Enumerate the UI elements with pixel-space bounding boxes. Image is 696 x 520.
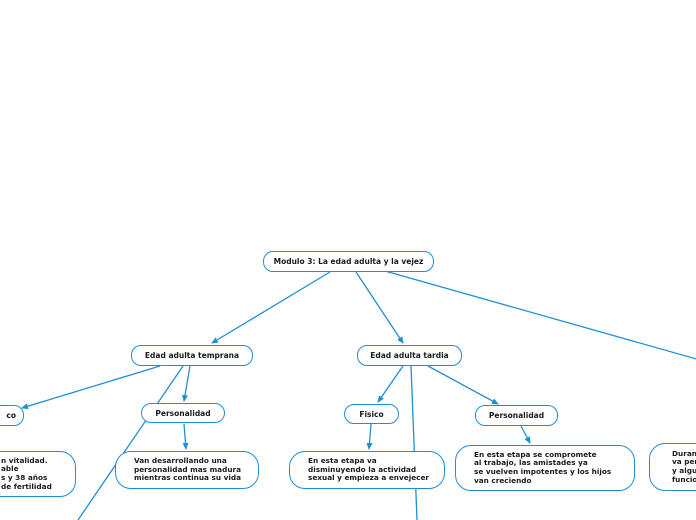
node-right-partial-text[interactable]: Duran va per y algu funcio [649, 443, 696, 491]
node-late-physical-label: Fisico [359, 409, 384, 419]
node-early-personality-label: Personalidad [155, 408, 211, 418]
edge-early-physical [21, 365, 161, 410]
node-early-physical-text[interactable]: n vitalidad. able s y 38 años de fertili… [0, 451, 76, 497]
edge-early-personality [182, 365, 191, 402]
node-root-label: Modulo 3: La edad adulta y la vejez [273, 257, 424, 266]
edge-physical-text [366, 423, 373, 450]
node-early-adult-label: Edad adulta temprana [144, 351, 240, 360]
edge-late-physical [377, 365, 404, 403]
node-late-personality[interactable]: Personalidad [475, 405, 558, 426]
right-partial-description: Duran va per y algu funcio [672, 448, 696, 484]
early-personality-description: Van desarrollando una personalidad mas m… [134, 456, 242, 483]
node-late-personality-text[interactable]: En esta etapa se compromete al trabajo, … [455, 445, 635, 491]
edge-root-right [384, 270, 696, 360]
edge-root-early [211, 271, 331, 344]
node-early-adult[interactable]: Edad adulta temprana [131, 345, 253, 366]
node-early-physical[interactable]: co [0, 405, 24, 426]
edge-late-personality [427, 365, 499, 405]
edge-root-late [355, 271, 404, 344]
edge-personality-text [182, 423, 189, 450]
node-early-physical-label: co [6, 411, 16, 420]
node-late-adult-label: Edad adulta tardia [370, 351, 449, 360]
node-root[interactable]: Modulo 3: La edad adulta y la vejez [263, 251, 434, 272]
node-late-adult[interactable]: Edad adulta tardia [357, 345, 462, 366]
node-late-physical[interactable]: Fisico [344, 404, 399, 424]
edge-early-down [77, 365, 184, 520]
late-personality-description: En esta etapa se compromete al trabajo, … [474, 449, 612, 485]
edge-late-down [410, 365, 418, 520]
node-early-personality-text[interactable]: Van desarrollando una personalidad mas m… [115, 451, 259, 489]
node-late-personality-label: Personalidad [488, 411, 545, 420]
node-late-physical-text[interactable]: En esta etapa va disminuyendo la activid… [289, 451, 445, 489]
node-early-personality[interactable]: Personalidad [141, 403, 225, 423]
late-physical-description: En esta etapa va disminuyendo la activid… [308, 456, 430, 483]
edge-personality2-text [520, 425, 531, 444]
early-physical-description: n vitalidad. able s y 38 años de fertili… [1, 455, 52, 491]
